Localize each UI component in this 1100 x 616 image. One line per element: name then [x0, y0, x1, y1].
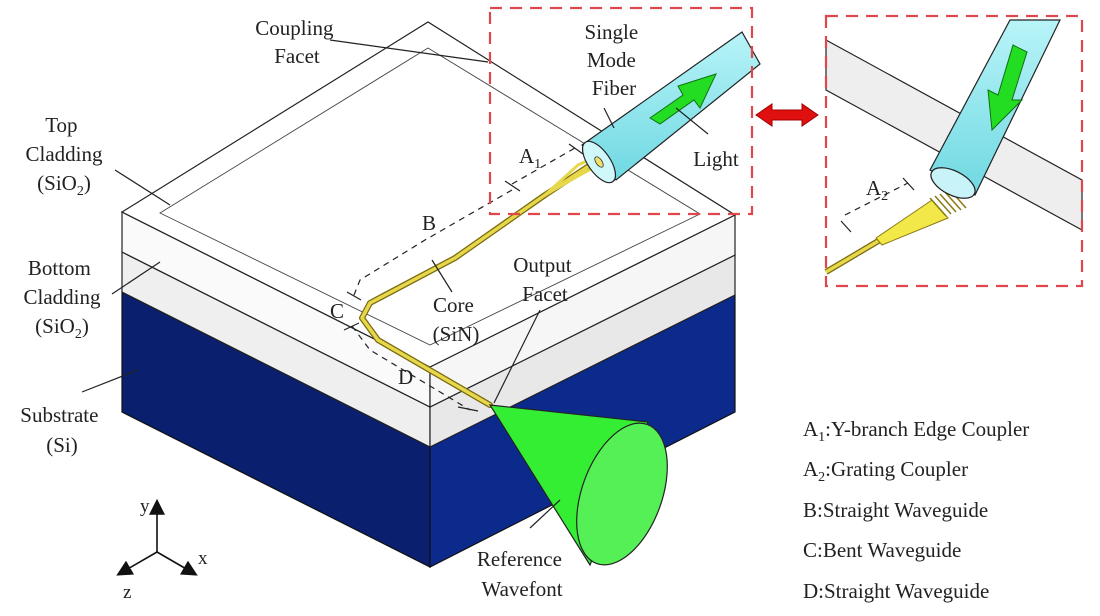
y-axis-label: y — [140, 496, 150, 517]
bracket-tick-4 — [343, 322, 360, 331]
light-label: Light — [693, 147, 739, 171]
bracket-a1 — [511, 147, 576, 185]
leader-bottom-cladding — [111, 261, 161, 295]
light-arrow-icon — [649, 73, 717, 125]
legend-item: B:Straight Waveguide — [803, 498, 988, 522]
coordinate-axes — [116, 498, 198, 576]
top-cladding-material: (SiO2) — [37, 171, 91, 199]
fiber-detail-box — [488, 6, 754, 216]
a2-label: A2 — [866, 176, 888, 204]
leader-top-cladding — [114, 169, 171, 206]
x-axis-label: x — [198, 548, 208, 569]
inset-a2-bracket — [840, 177, 915, 233]
bottom-cladding-material: (SiO2) — [35, 314, 89, 342]
b-label: B — [422, 211, 436, 235]
leader-substrate — [81, 369, 139, 393]
leader-lines — [81, 39, 709, 529]
z-axis-arrow — [116, 551, 158, 576]
leader-wavefront — [529, 499, 561, 529]
legend: A1:Y-branch Edge Coupler A2:Grating Coup… — [803, 417, 1029, 603]
legend-item: A1:Y-branch Edge Coupler — [803, 417, 1029, 445]
bracket-b — [351, 189, 513, 301]
inset-border — [824, 14, 1084, 288]
top-cladding-layer — [120, 21, 737, 408]
d-label: D — [398, 365, 413, 389]
inset-light-arrow-icon — [987, 44, 1028, 132]
leader-light — [675, 107, 709, 135]
fiber-core-end — [594, 156, 604, 168]
diagram-labels: Coupling Facet Single Mode Fiber Light T… — [20, 16, 888, 601]
segment-brackets — [343, 143, 584, 412]
bracket-tick-2 — [568, 143, 584, 155]
legend-item: D:Straight Waveguide — [803, 579, 989, 603]
grating-coupler-inset — [824, 14, 1084, 288]
c-label: C — [330, 299, 344, 323]
bracket-tick-1 — [504, 180, 521, 192]
cone-base — [576, 422, 668, 566]
a1-label: A1 — [519, 144, 541, 172]
legend-item: C:Bent Waveguide — [803, 538, 961, 562]
inset-waveguide-fill — [825, 238, 881, 274]
legend-item: A2:Grating Coupler — [803, 457, 968, 485]
leader-fiber — [603, 107, 615, 129]
substrate-label: Substrate (Si) — [20, 403, 103, 457]
bracket-tick-5 — [457, 406, 479, 412]
coupling-facet-label: Coupling Facet — [255, 16, 338, 68]
leader-coupling-facet — [329, 39, 489, 63]
x-axis-arrow — [156, 551, 198, 576]
single-mode-fiber — [581, 31, 761, 184]
top-cladding-label: Top Cladding — [26, 113, 103, 166]
leader-output-facet — [493, 309, 541, 404]
leader-core — [431, 259, 453, 293]
double-arrow-icon — [755, 103, 819, 127]
single-mode-fiber-label: Single Mode Fiber — [585, 20, 644, 100]
inset-fiber-end — [930, 167, 976, 199]
bottom-cladding-label: Bottom Cladding — [24, 256, 101, 309]
grating-taper — [875, 199, 949, 246]
output-facet-label: Output Facet — [513, 253, 577, 306]
z-axis-label: z — [123, 582, 131, 603]
reference-wavefront-label: Reference Wavefont — [477, 547, 567, 601]
reference-wavefront-cone — [488, 404, 668, 567]
core-label: Core (SiN) — [433, 293, 480, 346]
bracket-tick-3 — [346, 291, 362, 301]
